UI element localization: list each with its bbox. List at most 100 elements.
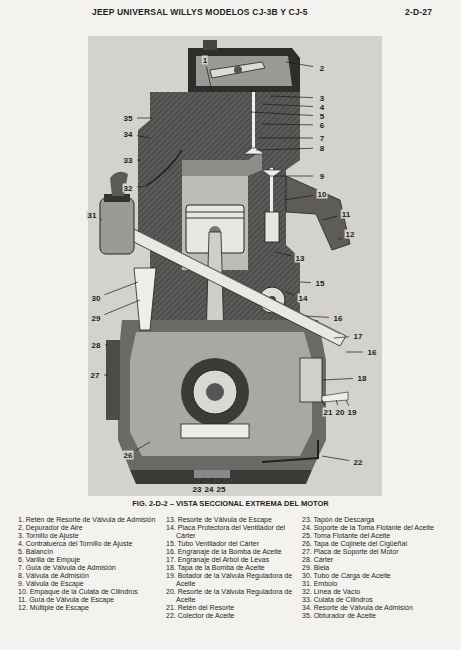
leader-line: [262, 124, 313, 126]
leader-line: [137, 136, 150, 138]
parts-list-item: 32. Línea de Vacío: [302, 588, 454, 596]
leader-line: [258, 138, 313, 139]
leader-line: [105, 345, 108, 346]
callout-number: 18: [357, 374, 368, 383]
leader-line: [284, 195, 313, 200]
callout-number: 2: [319, 64, 325, 73]
parts-list-item: 19. Botador de la Válvula Reguladora de …: [166, 572, 300, 588]
callout-number: 9: [319, 172, 325, 181]
parts-list-item: 7. Guía de Válvula de Admisión: [18, 564, 164, 572]
figure-caption: FIG. 2-D-2 – VISTA SECCIONAL EXTREMA DEL…: [0, 499, 461, 508]
callout-number: 16: [367, 348, 378, 357]
callout-number: 14: [298, 294, 309, 303]
callout-number: 21: [323, 408, 334, 417]
parts-list-item: 10. Empaque de la Culata de Cilindros: [18, 588, 164, 596]
leader-line: [286, 292, 295, 295]
parts-list-item: 2. Depurador de Aire: [18, 524, 164, 532]
leader-line: [206, 67, 212, 92]
callout-number: 1: [202, 56, 208, 65]
callout-number: 30: [91, 294, 102, 303]
leader-line: [137, 160, 140, 161]
callout-number: 3: [319, 94, 325, 103]
callout-number: 27: [90, 371, 101, 380]
parts-list-item: 3. Tornillo de Ajuste: [18, 532, 164, 540]
callout-number: 23: [192, 485, 203, 494]
leader-line: [104, 282, 138, 295]
parts-list-item: 31. Embolo: [302, 580, 454, 588]
callout-number: 13: [295, 254, 306, 263]
leader-line: [221, 478, 222, 482]
parts-list-item: 26. Tapa de Cojinete del Cigüeñal: [302, 540, 454, 548]
leader-line: [336, 400, 338, 405]
callout-number: 20: [335, 408, 346, 417]
callout-number: 17: [353, 332, 364, 341]
leader-line: [137, 118, 152, 119]
parts-list-item: 6. Varilla de Empuje: [18, 556, 164, 564]
leader-line: [322, 400, 325, 406]
leader-line: [136, 442, 150, 450]
callout-number: 35: [123, 114, 134, 123]
callout-number: 26: [123, 451, 134, 460]
parts-list-item: 20. Resorte de la Válvula Reguladora de …: [166, 588, 300, 604]
leader-line: [346, 400, 349, 406]
callout-number: 15: [315, 279, 326, 288]
parts-list-item: 23. Tapón de Descarga: [302, 516, 454, 524]
leader-line: [256, 148, 313, 150]
parts-list-item: 16. Engranaje de la Bomba de Aceite: [166, 548, 300, 556]
leader-line: [211, 478, 212, 482]
leader-line: [270, 96, 313, 98]
callout-number: 34: [123, 130, 134, 139]
parts-list-item: 21. Retén del Resorte: [166, 604, 300, 612]
leader-line: [286, 62, 313, 67]
parts-list-item: 25. Toma Flotante del Aceite: [302, 532, 454, 540]
callout-number: 22: [353, 458, 364, 467]
parts-list-item: 14. Placa Protectora del Ventilador del …: [166, 524, 300, 540]
parts-list-item: 13. Resorte de Válvula de Escape: [166, 516, 300, 524]
callout-number: 31: [87, 211, 98, 220]
parts-list-item: 33. Culata de Cilindros: [302, 596, 454, 604]
leader-line: [201, 478, 204, 483]
leader-line: [334, 337, 349, 338]
leader-line: [346, 352, 363, 353]
leader-line: [338, 238, 342, 240]
parts-list-item: 11. Guía de Válvula de Escape: [18, 596, 164, 604]
callout-number: 29: [91, 314, 102, 323]
leader-line: [250, 112, 313, 116]
callout-number: 8: [319, 144, 325, 153]
callout-number: 19: [347, 408, 358, 417]
parts-list-column: 1. Retén de Resorte de Válvula de Admisi…: [18, 516, 164, 612]
parts-list-item: 30. Tubo de Carga de Aceite: [302, 572, 454, 580]
leader-line: [104, 300, 140, 315]
parts-list-item: 9. Válvula de Escape: [18, 580, 164, 588]
callout-number: 10: [317, 190, 328, 199]
callout-number: 33: [123, 156, 134, 165]
parts-list-column: 23. Tapón de Descarga24. Soporte de la T…: [302, 516, 454, 620]
leader-line: [137, 186, 146, 187]
parts-list-item: 12. Múltiple de Escape: [18, 604, 164, 612]
leader-line: [322, 378, 353, 380]
parts-list-item: 24. Soporte de la Toma Flotante del Acei…: [302, 524, 454, 532]
parts-list-column: 13. Resorte de Válvula de Escape14. Plac…: [166, 516, 300, 620]
callout-number: 6: [319, 121, 325, 130]
leader-line: [262, 104, 313, 107]
callout-number: 24: [204, 485, 215, 494]
callout-number: 11: [341, 210, 351, 219]
page-header: JEEP UNIVERSAL WILLYS MODELOS CJ-3B Y CJ…: [92, 7, 308, 17]
parts-list-item: 22. Colector de Aceite: [166, 612, 300, 620]
leader-line: [322, 216, 337, 220]
page-number: 2-D-27: [405, 7, 432, 17]
parts-list-item: 4. Contratuerca del Tornillo de Ajuste: [18, 540, 164, 548]
leader-line: [306, 316, 329, 317]
callout-number: 5: [319, 112, 325, 121]
parts-list-item: 1. Retén de Resorte de Válvula de Admisi…: [18, 516, 164, 524]
callout-number: 12: [345, 230, 356, 239]
callout-number: 7: [319, 134, 325, 143]
callout-number: 4: [319, 103, 325, 112]
leader-line: [276, 252, 291, 256]
parts-list-item: 17. Engranaje del Arbol de Levas: [166, 556, 300, 564]
parts-list-item: 35. Obturador de Aceite: [302, 612, 454, 620]
parts-list-item: 5. Balancín: [18, 548, 164, 556]
leader-line: [104, 375, 108, 376]
parts-list-item: 15. Tubo Ventilador del Cárter: [166, 540, 300, 548]
leader-line: [322, 456, 349, 461]
